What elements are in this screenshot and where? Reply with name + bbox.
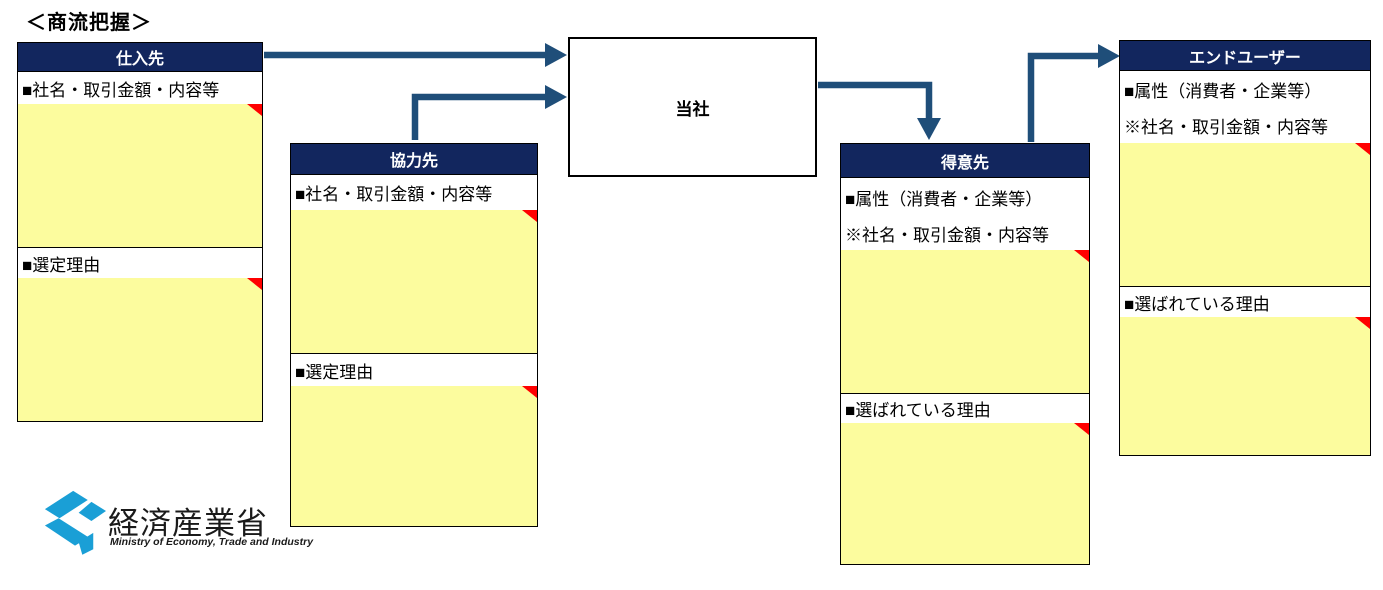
node-partner-header: 協力先 bbox=[291, 144, 537, 175]
note-area-supplier-reason[interactable] bbox=[18, 278, 262, 421]
node-end-user-header: エンドユーザー bbox=[1120, 41, 1370, 71]
arrow-company-to-customer bbox=[818, 81, 941, 140]
field-label-reason: ■選定理由 bbox=[18, 247, 262, 278]
note-area-end-user-company[interactable] bbox=[1120, 143, 1370, 286]
note-area-partner-company[interactable] bbox=[291, 210, 537, 353]
field-label-reason: ■選定理由 bbox=[291, 353, 537, 386]
note-area-supplier-company[interactable] bbox=[18, 104, 262, 247]
arrow-partner-to-company bbox=[411, 85, 567, 140]
note-flag-icon bbox=[1355, 317, 1370, 329]
arrow-customer-to-enduser bbox=[1027, 44, 1120, 142]
arrow-supplier-to-company bbox=[264, 43, 567, 67]
flow-title: ＜商流把握＞ bbox=[26, 12, 152, 34]
node-partner: 協力先 ■社名・取引金額・内容等 ■選定理由 bbox=[290, 143, 538, 527]
field-label-company: ※社名・取引金額・内容等 bbox=[841, 216, 1089, 250]
note-area-customer-company[interactable] bbox=[841, 250, 1089, 393]
field-label-reason: ■選ばれている理由 bbox=[841, 393, 1089, 423]
field-label-company: ※社名・取引金額・内容等 bbox=[1120, 108, 1370, 143]
note-flag-icon bbox=[247, 104, 262, 116]
note-flag-icon bbox=[247, 278, 262, 290]
note-area-customer-reason[interactable] bbox=[841, 423, 1089, 564]
note-flag-icon bbox=[522, 386, 537, 398]
field-label-attribute: ■属性（消費者・企業等） bbox=[1120, 71, 1370, 108]
field-label-company: ■社名・取引金額・内容等 bbox=[18, 72, 262, 104]
field-label-reason: ■選ばれている理由 bbox=[1120, 286, 1370, 317]
node-end-user: エンドユーザー ■属性（消費者・企業等） ※社名・取引金額・内容等 ■選ばれてい… bbox=[1119, 40, 1371, 456]
field-label-attribute: ■属性（消費者・企業等） bbox=[841, 178, 1089, 216]
node-customer: 得意先 ■属性（消費者・企業等） ※社名・取引金額・内容等 ■選ばれている理由 bbox=[840, 143, 1090, 565]
meti-logo-name: 経済産業省 bbox=[108, 506, 268, 541]
note-flag-icon bbox=[522, 210, 537, 222]
note-area-partner-reason[interactable] bbox=[291, 386, 537, 526]
node-supplier: 仕入先 ■社名・取引金額・内容等 ■選定理由 bbox=[17, 42, 263, 422]
note-flag-icon bbox=[1355, 143, 1370, 155]
meti-logo-subtitle: Ministry of Economy, Trade and Industry bbox=[110, 536, 314, 548]
meti-logo: 経済産業省 Ministry of Economy, Trade and Ind… bbox=[44, 484, 313, 560]
node-supplier-header: 仕入先 bbox=[18, 43, 262, 72]
note-flag-icon bbox=[1074, 250, 1089, 262]
field-label-company: ■社名・取引金額・内容等 bbox=[291, 175, 537, 210]
note-area-end-user-reason[interactable] bbox=[1120, 317, 1370, 455]
node-company: 当社 bbox=[568, 37, 817, 177]
note-flag-icon bbox=[1074, 423, 1089, 435]
node-customer-header: 得意先 bbox=[841, 144, 1089, 178]
meti-logo-mark-icon bbox=[44, 490, 106, 555]
